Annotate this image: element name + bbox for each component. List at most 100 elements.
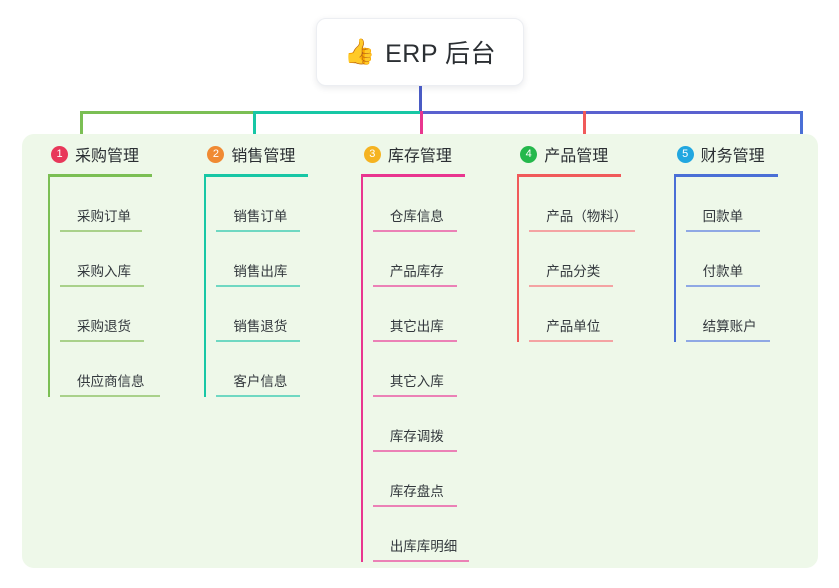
branch-item-underline [216,340,301,342]
branch-trunk-line [48,177,50,397]
branch-item-label: 销售出库 [233,264,288,279]
branch-item[interactable]: 采购订单 [60,177,192,232]
branch-column-财务管理: 5 财务管理回款单付款单结算账户 [662,134,818,568]
branch-item[interactable]: 付款单 [685,232,818,287]
branch-item-label: 产品单位 [546,319,601,334]
branch-item-underline [685,340,770,342]
branch-item[interactable]: 产品库存 [372,232,505,287]
branch-item[interactable]: 库存调拨 [372,397,505,452]
branch-item[interactable]: 销售出库 [216,232,348,287]
branch-item-underline [216,230,301,232]
branch-item[interactable]: 采购入库 [60,232,192,287]
branch-item-underline [372,285,457,287]
branch-item-label: 其它入库 [389,374,444,389]
branch-item-underline [60,285,144,287]
branch-item-list: 产品（物料） 产品分类产品单位 [505,177,661,342]
branch-item-list: 仓库信息产品库存其它出库其它入库库存调拨库存盘点出库库明细 [349,177,505,562]
branch-item[interactable]: 销售退货 [216,287,348,342]
branch-item-label: 采购退货 [77,319,131,334]
branch-title: 销售管理 [231,148,296,165]
branch-item[interactable]: 产品（物料） [529,177,661,232]
branch-column-产品管理: 4 产品管理产品（物料） 产品分类产品单位 [505,134,661,568]
branch-item-list: 销售订单销售出库销售退货客户信息 [192,177,348,397]
branch-header-underline [673,174,778,177]
branch-number-badge: 2 [207,145,225,163]
branch-item[interactable]: 结算账户 [685,287,818,342]
branch-item-underline [372,230,457,232]
branch-item-underline [529,230,636,232]
root-node-title-card[interactable]: 👍 ERP 后台 [316,18,524,86]
connector-drop-4 [583,111,586,147]
branch-number-badge: 1 [51,145,68,163]
branches-panel [22,134,818,568]
branch-item-label: 库存盘点 [389,484,444,499]
branch-trunk-line [204,177,207,397]
branch-column-采购管理: 1 采购管理采购订单采购入库采购退货供应商信息 [36,134,192,568]
branch-number-badge: 4 [520,145,538,163]
branch-number-badge: 3 [363,145,381,163]
branch-item[interactable]: 供应商信息 [60,342,192,397]
connector-drop-3 [420,111,423,147]
branch-item-label: 供应商信息 [77,374,145,389]
branch-item-underline [685,285,760,287]
branch-item-underline [216,285,301,287]
branch-item-underline [685,230,760,232]
branch-header-underline [48,174,152,177]
branch-item-label: 产品（物料） [546,209,628,224]
connector-bus-segment-2 [253,111,423,114]
branch-trunk-line [517,177,520,342]
branch-item-underline [216,395,301,397]
branch-item[interactable]: 其它出库 [372,287,505,342]
branch-item-underline [60,230,142,232]
branch-title: 采购管理 [75,148,140,165]
branch-column-库存管理: 3 库存管理仓库信息产品库存其它出库其它入库库存调拨库存盘点出库库明细 [349,134,505,568]
connector-drop-2 [253,111,256,147]
branch-item-label: 出库库明细 [389,539,458,554]
branch-item-label: 库存调拨 [389,429,444,444]
branch-item-underline [529,340,614,342]
branch-item[interactable]: 仓库信息 [372,177,505,232]
branch-item-underline [60,395,160,397]
branch-columns: 1 采购管理采购订单采购入库采购退货供应商信息 2 销售管理销售订单销售出库销售退货客… [22,134,818,568]
branch-number-badge: 5 [676,145,694,163]
branch-item-underline [372,450,457,452]
branch-item[interactable]: 回款单 [685,177,818,232]
branch-item-label: 销售退货 [233,319,288,334]
branch-title: 财务管理 [700,148,765,165]
branch-title: 产品管理 [544,148,609,165]
branch-item[interactable]: 采购退货 [60,287,192,342]
branch-item-label: 产品分类 [546,264,601,279]
connector-bus-segment-4 [583,111,803,114]
branch-item-label: 采购入库 [77,264,131,279]
branch-item[interactable]: 客户信息 [216,342,348,397]
branch-column-销售管理: 2 销售管理销售订单销售出库销售退货客户信息 [192,134,348,568]
branch-header-库存管理[interactable]: 3 库存管理 [349,134,505,174]
branch-item[interactable]: 库存盘点 [372,452,505,507]
branch-item-list: 回款单付款单结算账户 [662,177,818,342]
branch-item[interactable]: 产品分类 [529,232,661,287]
branch-trunk-line [360,177,363,562]
branch-header-underline [204,174,309,177]
branch-item-label: 采购订单 [77,209,131,224]
branch-item-underline [372,505,457,507]
branch-item[interactable]: 出库库明细 [372,507,505,562]
branch-item[interactable]: 产品单位 [529,287,661,342]
branch-item-underline [60,340,144,342]
connector-bus-segment-1 [80,111,256,114]
branch-item-label: 付款单 [702,264,744,279]
branch-header-产品管理[interactable]: 4 产品管理 [505,134,661,174]
branch-item-label: 回款单 [702,209,744,224]
branch-title: 库存管理 [387,148,452,165]
branch-item[interactable]: 其它入库 [372,342,505,397]
page-title: ERP 后台 [385,40,497,68]
branch-header-underline [517,174,622,177]
connector-bus-segment-3 [420,111,586,114]
connector-stem [419,86,422,114]
branch-header-销售管理[interactable]: 2 销售管理 [192,134,348,174]
branch-header-underline [360,174,465,177]
branch-header-财务管理[interactable]: 5 财务管理 [662,134,818,174]
branch-header-采购管理[interactable]: 1 采购管理 [36,134,192,174]
branch-item[interactable]: 销售订单 [216,177,348,232]
branch-item-label: 销售订单 [233,209,288,224]
